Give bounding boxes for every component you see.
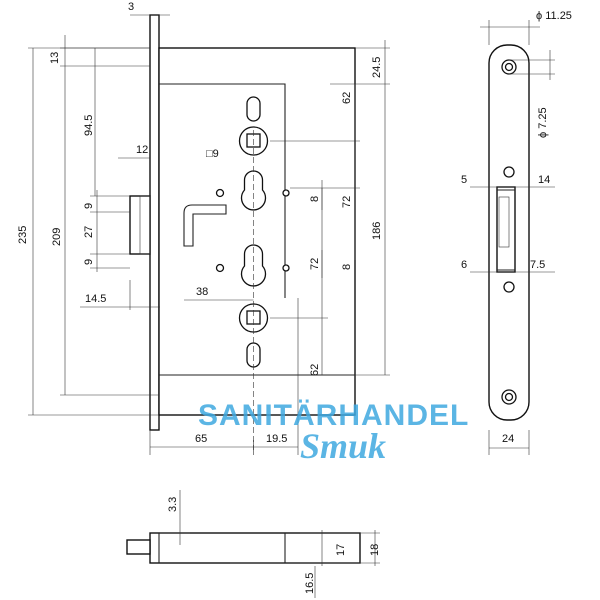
dim-front-left-235: 235 <box>17 226 29 244</box>
bottom-latch <box>126 539 151 555</box>
bottom-lock-body <box>149 532 361 564</box>
dim-front-top-3: 3 <box>128 1 134 13</box>
dimension-labels: 3 13 94.5 235 209 12 9 27 9 14.5 □9 24.5… <box>17 1 572 594</box>
slot-top-hole <box>246 96 261 122</box>
bottom-view <box>126 490 380 598</box>
side-latch-inner <box>498 196 510 248</box>
side-hole-upper <box>503 166 515 178</box>
dim-side-5: 5 <box>461 174 467 186</box>
dim-side-24: 24 <box>502 433 514 445</box>
dim-bottom-16-5: 16.5 <box>304 573 316 594</box>
screw-hole-right-lower <box>282 264 290 272</box>
dim-front-left-27: 27 <box>83 226 95 238</box>
dim-front-right-186: 186 <box>371 222 383 240</box>
side-dimension-lines <box>470 20 555 455</box>
watermark-line1: SANITÄRHANDEL <box>198 399 469 432</box>
watermark-line2: Smuk <box>300 426 386 466</box>
dim-side-6: 6 <box>461 259 467 271</box>
dim-front-right-24-5: 24.5 <box>371 57 383 78</box>
inner-case-outline <box>159 83 286 298</box>
dim-front-left-209: 209 <box>51 228 63 246</box>
screw-hole-left-lower <box>215 263 225 273</box>
dim-side-dia-11-25: ϕ 11.25 <box>536 10 572 22</box>
dim-front-left-13: 13 <box>49 52 61 64</box>
dim-front-left-14-5: 14.5 <box>85 293 106 305</box>
dim-front-bottom-65: 65 <box>195 433 207 445</box>
dim-side-14: 14 <box>538 174 550 186</box>
dim-front-bottom-38: 38 <box>196 286 208 298</box>
dim-bottom-18: 18 <box>369 544 381 556</box>
dim-side-7-5: 7.5 <box>530 259 545 271</box>
dim-front-left-9a: 9 <box>83 203 95 209</box>
front-view <box>28 14 390 455</box>
dim-front-left-94-5: 94.5 <box>83 115 95 136</box>
dim-front-right-72a: 72 <box>341 196 353 208</box>
latch-inner <box>139 195 151 255</box>
bolt-slot <box>183 204 227 247</box>
dim-side-dia-7-25: ϕ 7.25 <box>537 107 549 138</box>
dim-front-left-12: 12 <box>136 144 148 156</box>
dim-front-right-62a: 62 <box>341 92 353 104</box>
dim-front-right-8a: 8 <box>309 196 321 202</box>
side-view <box>470 20 555 455</box>
front-dimension-lines <box>28 14 390 455</box>
cylinder-cutout-upper <box>240 170 267 211</box>
side-hole-lower <box>503 281 515 293</box>
dim-front-square-9: □9 <box>206 148 219 160</box>
screw-hole-right-upper <box>282 189 290 197</box>
bottom-dimension-lines <box>160 490 380 598</box>
dim-front-left-9b: 9 <box>83 259 95 265</box>
dim-front-right-8b: 8 <box>341 264 353 270</box>
dim-bottom-3-3: 3.3 <box>167 497 179 512</box>
dim-front-right-72b: 72 <box>309 258 321 270</box>
dim-front-bottom-19-5: 19.5 <box>266 433 287 445</box>
dim-front-right-62b: 62 <box>309 364 321 376</box>
watermark: SANITÄRHANDEL Smuk <box>198 399 469 466</box>
front-faceplate <box>149 14 160 431</box>
dim-bottom-17: 17 <box>335 544 347 556</box>
side-latch-opening <box>496 186 516 273</box>
screw-hole-left <box>215 188 225 198</box>
